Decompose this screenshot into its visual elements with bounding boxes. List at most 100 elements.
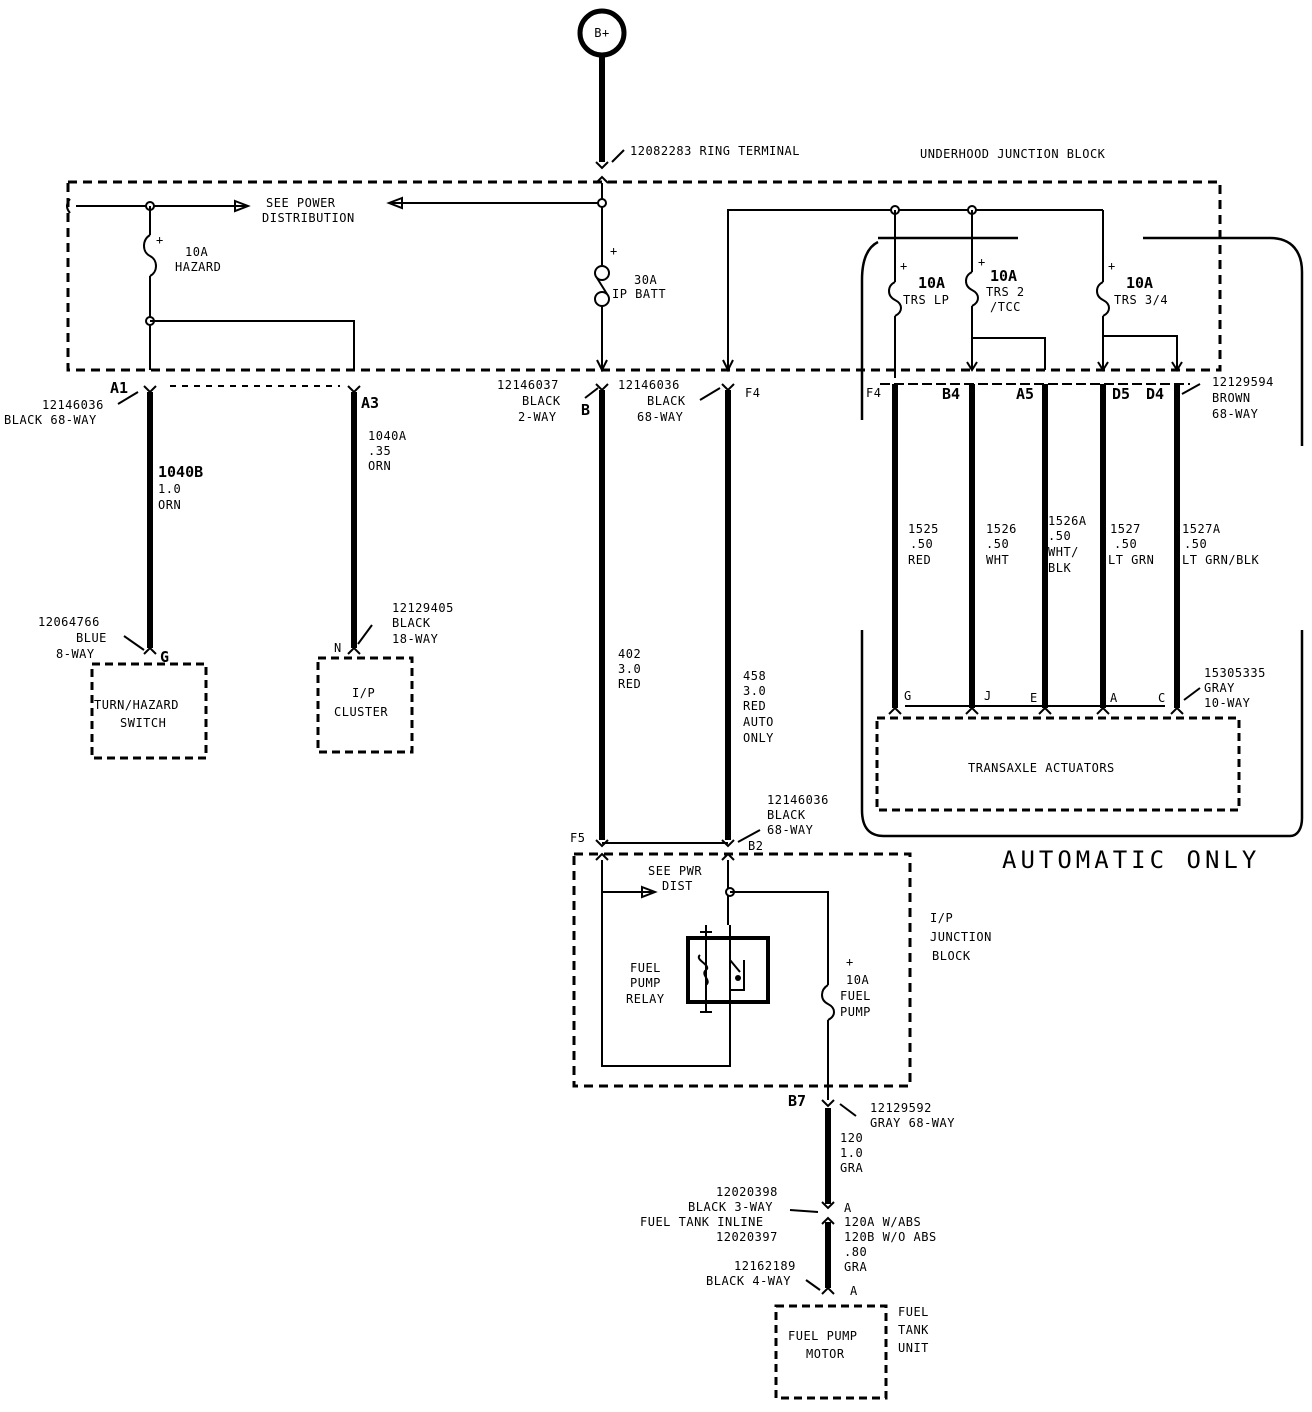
ip-batt-splice xyxy=(597,198,607,208)
conn-gray68-part: 12129592 xyxy=(870,1101,932,1115)
see-pwr-dist-2: DIST xyxy=(662,879,693,893)
ip-cluster-name-1: I/P xyxy=(352,686,375,700)
relay-name-1: FUEL xyxy=(630,961,661,975)
conn-brown-type: 68-WAY xyxy=(1212,407,1259,421)
underhood-junction-block xyxy=(66,180,1222,372)
transaxle-actuators-name: TRANSAXLE ACTUATORS xyxy=(968,761,1115,775)
trs2-rating: 10A xyxy=(990,267,1017,285)
left-connector-symbol xyxy=(66,198,71,214)
wire-1525-gauge: .50 xyxy=(910,537,933,551)
conn-gray68-leader xyxy=(839,1103,857,1117)
conn-cluster-color: BLACK xyxy=(392,616,431,630)
wire-1040b-gauge: 1.0 xyxy=(158,482,181,496)
wire-458-note-2: ONLY xyxy=(743,731,774,745)
wire-1526a-gauge: .50 xyxy=(1048,529,1071,543)
auto-bracket-right-top xyxy=(1143,236,1304,446)
trs-lp-rating: 10A xyxy=(918,274,945,292)
conn-gray68-type: GRAY 68-WAY xyxy=(870,1116,955,1130)
conn-turn-color: BLUE xyxy=(76,631,107,645)
pin-g-turn: G xyxy=(160,648,169,666)
pin-f4: F4 xyxy=(745,386,760,400)
actuator-pin-marks xyxy=(888,706,1184,715)
wire-120-gauge: 1.0 xyxy=(840,1146,863,1160)
ipjb-label-3: BLOCK xyxy=(932,949,971,963)
wire-120ab-gauge: .80 xyxy=(844,1245,867,1259)
automatic-only-label: AUTOMATIC ONLY xyxy=(1002,846,1260,874)
wire-120a-id: 120A W/ABS xyxy=(844,1215,921,1229)
pin-f4-mark xyxy=(721,383,735,392)
wire-1527-id: 1527 xyxy=(1110,522,1141,536)
conn-brown-color: BROWN xyxy=(1212,391,1251,405)
conn-cluster-type: 18-WAY xyxy=(392,632,439,646)
auto-bracket-bottom xyxy=(860,630,1304,838)
wire-1527-gauge: .50 xyxy=(1114,537,1137,551)
conn-4way-part: 12162189 xyxy=(734,1259,796,1273)
ip-batt-fuse-link xyxy=(596,277,608,295)
fuel-pump-motor-name-2: MOTOR xyxy=(806,1347,845,1361)
conn-cluster-leader xyxy=(357,624,373,645)
trs-lp-fuse xyxy=(888,281,902,317)
conn-gray10-part: 15305335 xyxy=(1204,666,1266,680)
fuel-tank-unit-2: TANK xyxy=(898,1323,929,1337)
trs34-plus: + xyxy=(1108,259,1116,273)
transaxle-actuators xyxy=(875,716,1241,812)
pin-g-mark xyxy=(143,646,157,655)
wire-1040a-gauge: .35 xyxy=(368,444,391,458)
fuel-tank-unit-1: FUEL xyxy=(898,1305,929,1319)
hazard-fuse xyxy=(143,234,157,277)
pin-a3-mark xyxy=(347,385,361,394)
ip-batt-fuse-top xyxy=(594,265,610,281)
ip-junction-block xyxy=(572,852,912,1088)
wire-1526-id: 1526 xyxy=(986,522,1017,536)
fuel-pump-fuse-name-2: PUMP xyxy=(840,1005,871,1019)
ip-batt-arrow xyxy=(596,359,608,373)
see-power-dist-line2: DISTRIBUTION xyxy=(262,211,355,225)
fuel-pump-fuse xyxy=(821,984,835,1021)
pin-b4: B4 xyxy=(942,385,960,403)
wire-1040a-color: ORN xyxy=(368,459,391,473)
battery-label: B+ xyxy=(594,26,609,40)
wire-1526a-color-2: BLK xyxy=(1048,561,1071,575)
conn-2way-type: 2-WAY xyxy=(518,410,557,424)
ip-cluster-name-2: CLUSTER xyxy=(334,705,388,719)
auto-bracket-left-top xyxy=(860,240,879,420)
conn-2way-color: BLACK xyxy=(522,394,561,408)
wire-120-id: 120 xyxy=(840,1131,863,1145)
wire-1525-color: RED xyxy=(908,553,931,567)
pin-n-mark xyxy=(347,646,361,655)
ip-batt-plus: + xyxy=(610,244,618,258)
conn-ipjb-color: BLACK xyxy=(767,808,806,822)
wire-1526-gauge: .50 xyxy=(986,537,1009,551)
ring-terminal-leader xyxy=(611,149,625,163)
hazard-fuse-rating: 10A xyxy=(185,245,208,259)
pin-a-4way-mark xyxy=(821,1286,835,1295)
conn-brown-part: 12129594 xyxy=(1212,375,1274,389)
trs2-arrow xyxy=(966,361,978,372)
conn-f4-leader xyxy=(699,387,721,401)
inline-connector-marks xyxy=(821,1201,835,1225)
conn-gray10-leader xyxy=(1183,687,1201,701)
fuel-pump-relay xyxy=(686,925,770,1013)
wire-1040b-id: 1040B xyxy=(158,463,203,481)
fuel-tank-unit-3: UNIT xyxy=(898,1341,929,1355)
conn-2way-leader xyxy=(584,387,599,399)
conn-4way-leader xyxy=(805,1279,821,1291)
wire-120b-id: 120B W/O ABS xyxy=(844,1230,937,1244)
pin-b2: B2 xyxy=(748,839,763,853)
underhood-block-label: UNDERHOOD JUNCTION BLOCK xyxy=(920,147,1106,161)
trs34-fuse xyxy=(1096,281,1110,317)
turn-hazard-name-2: SWITCH xyxy=(120,716,166,730)
conn-f4-type: 68-WAY xyxy=(637,410,684,424)
conn-gray10-color: GRAY xyxy=(1204,681,1235,695)
ipjb-label-2: JUNCTION xyxy=(930,930,992,944)
conn-inline-part-2: 12020397 xyxy=(716,1230,778,1244)
fuel-pump-motor-name-1: FUEL PUMP xyxy=(788,1329,858,1343)
ring-terminal-connector xyxy=(595,161,609,184)
wire-1040b-color: ORN xyxy=(158,498,181,512)
hazard-branch-a3 xyxy=(150,320,355,370)
ip-batt-fuse-bottom xyxy=(594,291,610,307)
conn-ipjb-part: 12146036 xyxy=(767,793,829,807)
conn-left-leader xyxy=(117,391,139,405)
turn-hazard-name-1: TURN/HAZARD xyxy=(94,698,179,712)
